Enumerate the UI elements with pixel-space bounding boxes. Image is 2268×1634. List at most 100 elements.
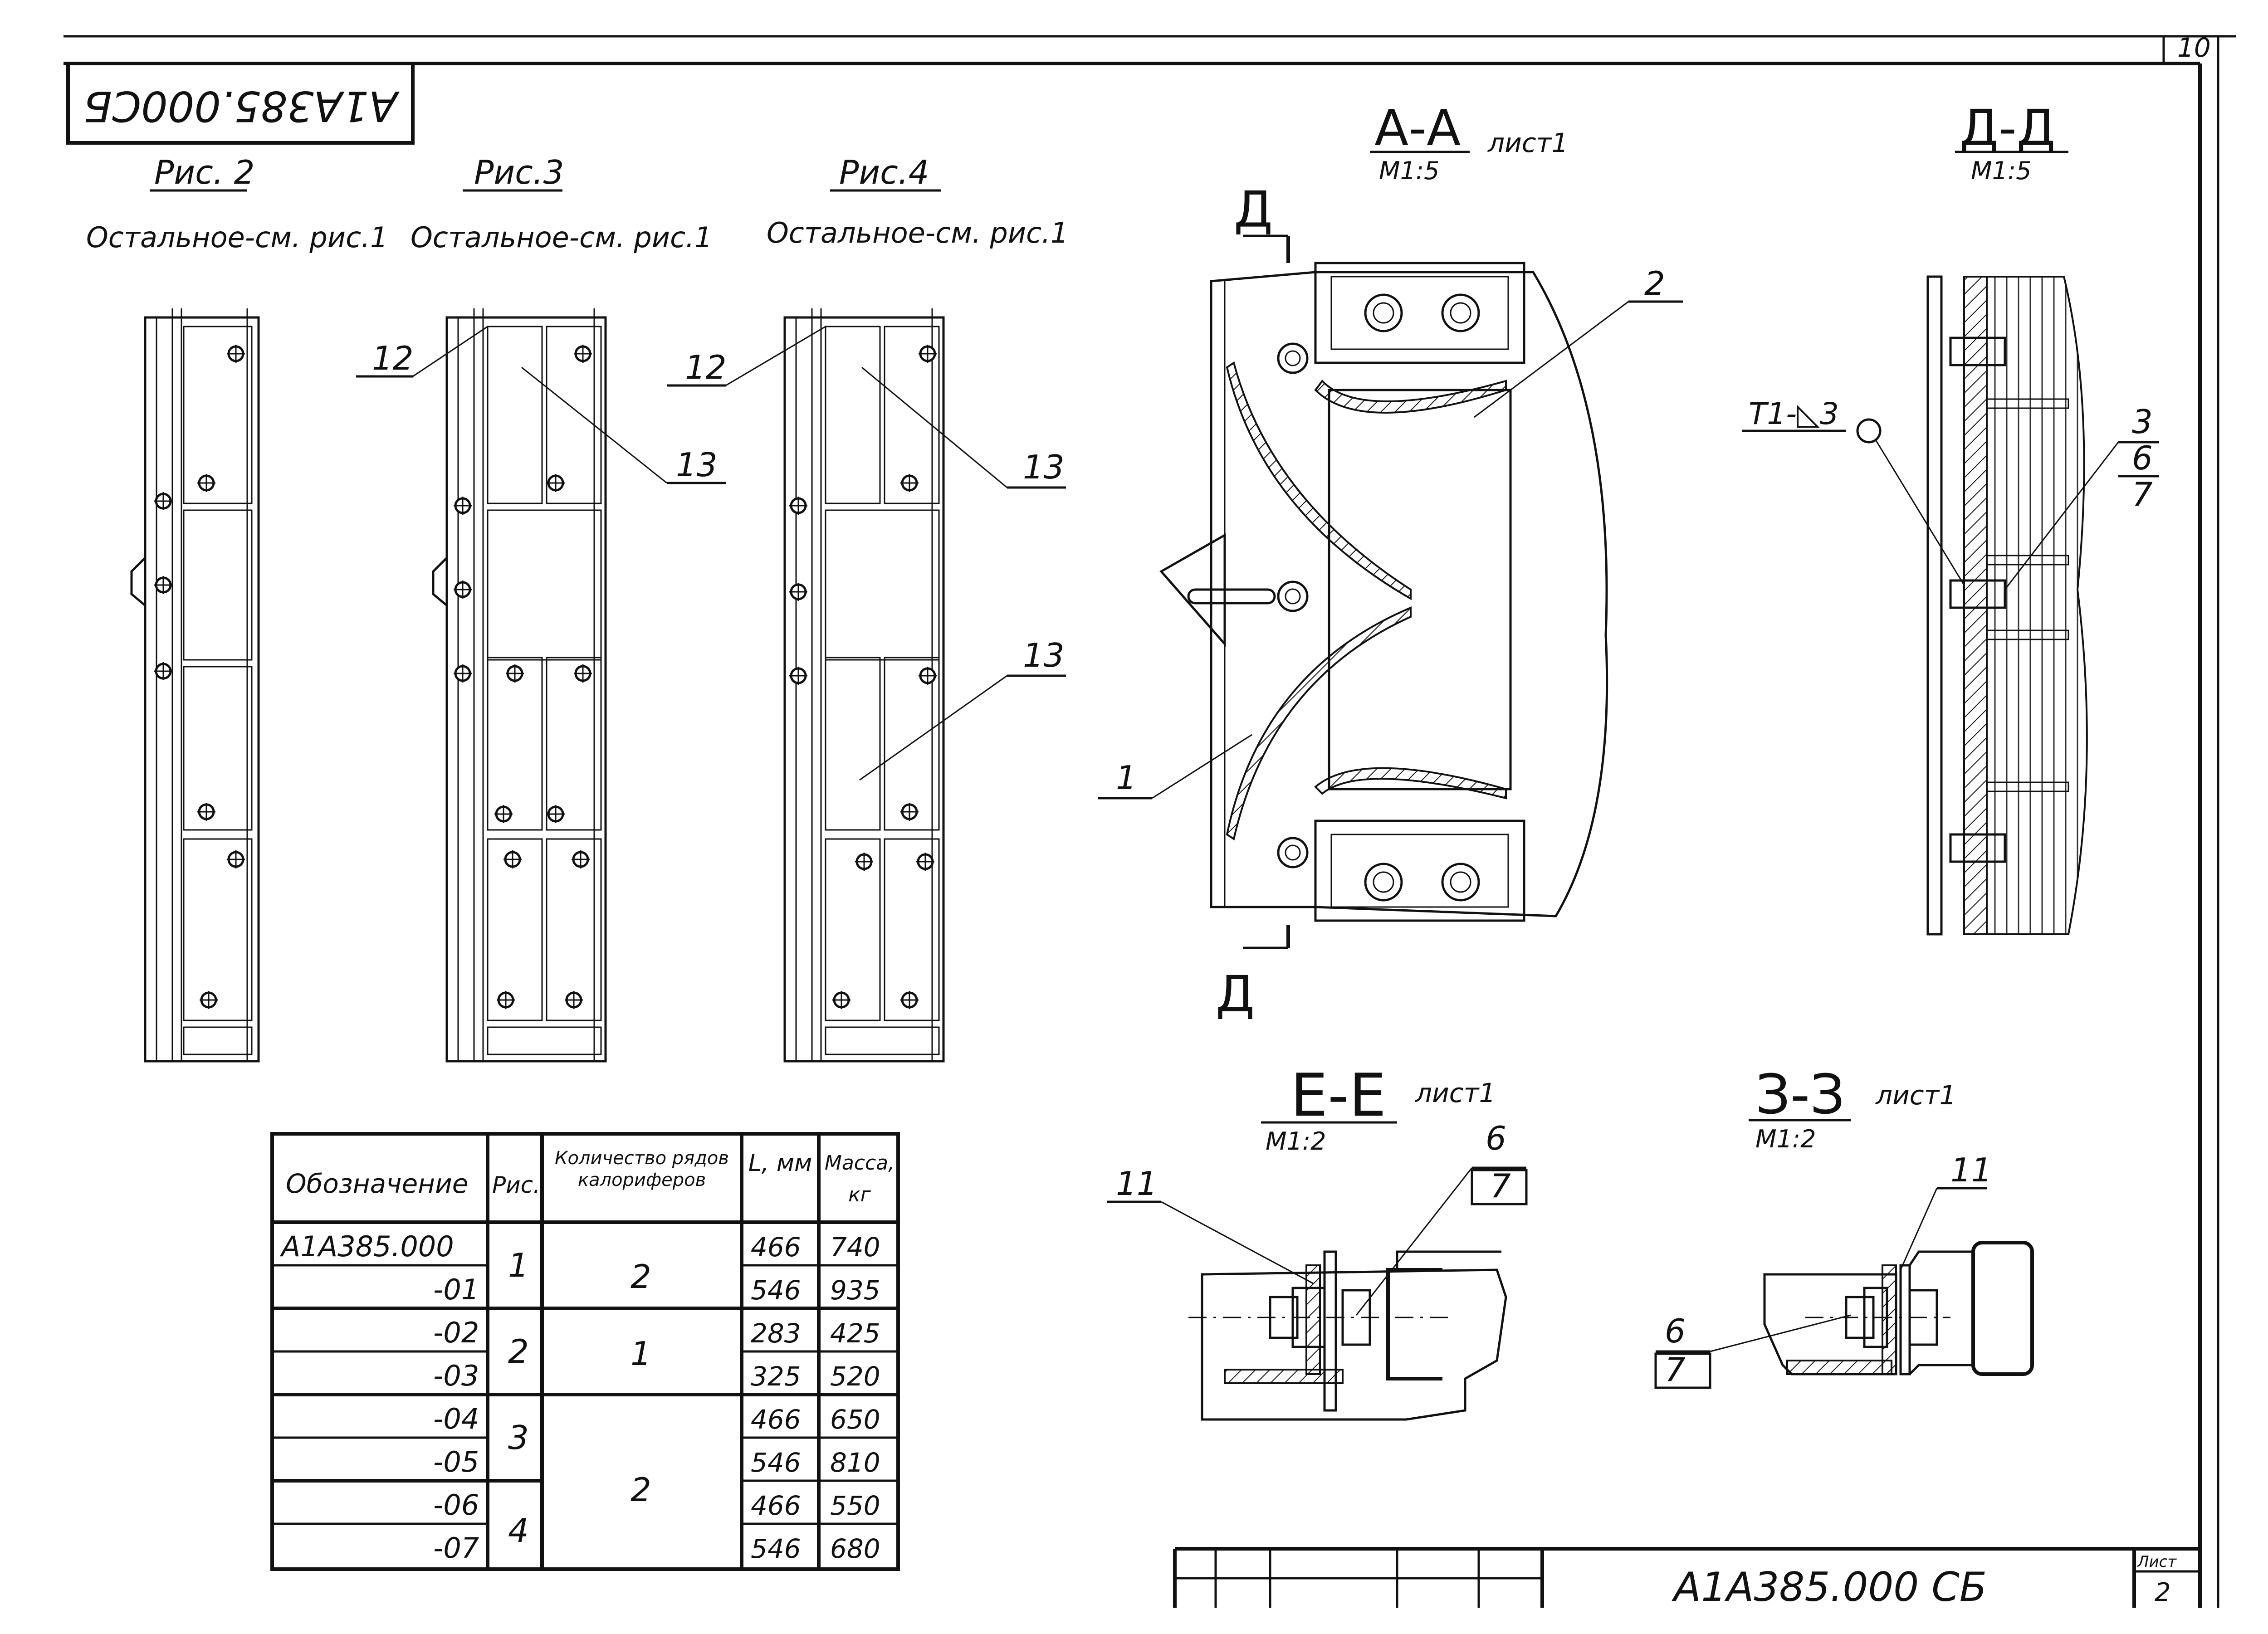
section-ee-title: Е-Е М1:2 лист1 <box>1261 1061 1496 1156</box>
cut-mark-top: Д <box>1234 180 1273 239</box>
row-designation: -05 <box>433 1445 479 1478</box>
callout-3: 3 <box>2132 403 2153 441</box>
row-mass: 650 <box>830 1404 880 1435</box>
row-mass: 520 <box>830 1361 880 1392</box>
row-designation: -07 <box>433 1532 479 1565</box>
section-zz-label: З-З <box>1755 1063 1845 1127</box>
section-zz-title: З-З М1:2 лист1 <box>1749 1063 1956 1153</box>
header-length: L, мм <box>748 1150 812 1177</box>
row-rows-count: 1 <box>631 1335 651 1373</box>
figure-2-header: Рис. 2 Остальное-см. рис.1 <box>86 153 388 254</box>
title-designation: А1А385.000 СБ <box>1672 1564 1987 1610</box>
cut-mark-bottom: Д <box>1216 965 1255 1023</box>
figure-bolt-marks <box>154 345 937 1009</box>
row-length: 283 <box>751 1318 801 1349</box>
callout-7-ee: 7 <box>1490 1167 1511 1205</box>
header-rows-count-wrap: Количество рядов калориферов <box>555 1148 729 1190</box>
callout-13a-fig4: 13 <box>1023 448 1065 486</box>
callout-13b-fig4: 13 <box>1023 636 1065 674</box>
callout-11-zz: 11 <box>1950 1151 1992 1189</box>
row-mass: 680 <box>830 1533 880 1564</box>
row-fig: 3 <box>508 1419 529 1457</box>
callout-6-zz: 6 <box>1665 1312 1686 1350</box>
section-aa-sheet: лист1 <box>1487 127 1568 158</box>
figure-4-header: Рис.4 Остальное-см. рис.1 <box>767 153 1068 249</box>
figure-2-frame <box>130 308 260 1063</box>
section-ee-view <box>1188 1250 1507 1421</box>
fig-2-title: Рис. 2 <box>154 153 254 191</box>
section-ee-sheet: лист1 <box>1415 1078 1496 1108</box>
section-ee-scale: М1:2 <box>1266 1127 1326 1156</box>
fig-3-note: Остальное-см. рис.1 <box>411 221 712 254</box>
section-dd-callouts: Т1-◺3 3 6 7 <box>1742 396 2159 590</box>
title-block: А1А385.000 СБ Лист 2 <box>1173 1547 2200 1610</box>
row-designation: -01 <box>433 1273 479 1306</box>
section-zz-sheet: лист1 <box>1875 1080 1956 1111</box>
callout-1: 1 <box>1116 759 1137 797</box>
figure-3-frame <box>432 308 607 1063</box>
variants-table-rows: А1А385.000 1 2 466 740 -01 546 935 -02 2… <box>279 1230 880 1565</box>
weld-callout: Т1-◺3 <box>1749 396 1839 431</box>
row-mass: 550 <box>830 1490 880 1521</box>
row-designation: -04 <box>433 1402 479 1435</box>
callout-13-fig3: 13 <box>676 446 718 484</box>
header-designation: Обозначение <box>286 1168 468 1199</box>
section-ee-callouts: 11 6 7 <box>1107 1119 1528 1316</box>
title-sheet-number: 2 <box>2155 1578 2171 1607</box>
title-sheet-label: Лист <box>2136 1553 2177 1571</box>
section-zz-view <box>1763 1241 2034 1376</box>
callout-7-dd: 7 <box>2132 475 2153 513</box>
row-length: 466 <box>751 1232 801 1263</box>
fig-3-title: Рис.3 <box>474 153 564 191</box>
row-mass: 425 <box>830 1318 880 1349</box>
section-aa-scale: М1:5 <box>1379 156 1440 185</box>
row-mass: 810 <box>830 1447 880 1478</box>
callout-7-zz: 7 <box>1665 1351 1686 1389</box>
stamp-text: А1А385.000СБ <box>83 82 400 131</box>
callout-2: 2 <box>1644 264 1665 302</box>
sheet-frame <box>64 35 2236 1608</box>
section-zz-scale: М1:2 <box>1755 1125 1816 1153</box>
row-fig: 2 <box>508 1332 529 1371</box>
section-aa-title: А-А М1:5 лист1 <box>1370 99 1568 185</box>
figure-4-frame <box>783 308 945 1063</box>
variants-table-headers: Обозначение Рис. Количество рядов калори… <box>286 1148 895 1206</box>
section-aa-label: А-А <box>1374 99 1461 157</box>
row-designation: А1А385.000 <box>279 1230 454 1263</box>
row-fig: 1 <box>508 1246 529 1284</box>
section-zz-callouts: 11 6 7 <box>1654 1151 1992 1389</box>
row-length: 466 <box>751 1490 801 1521</box>
section-ee-label: Е-Е <box>1290 1061 1386 1130</box>
figure-3-header: Рис.3 Остальное-см. рис.1 <box>411 153 712 254</box>
section-aa-callouts: 2 1 <box>1098 264 1683 800</box>
header-mass: Масса, кг <box>824 1151 895 1206</box>
row-length: 466 <box>751 1404 801 1435</box>
section-dd-label: Д-Д <box>1960 99 2056 157</box>
figure-callouts: 12 13 12 13 13 <box>356 326 1066 781</box>
callout-12-fig4: 12 <box>685 348 727 386</box>
section-dd-view <box>1926 275 2088 936</box>
fig-2-note: Остальное-см. рис.1 <box>86 221 388 254</box>
row-length: 325 <box>751 1361 801 1392</box>
row-length: 546 <box>751 1447 801 1478</box>
row-length: 546 <box>751 1533 801 1564</box>
section-dd-title: Д-Д М1:5 <box>1955 99 2068 185</box>
callout-11-ee: 11 <box>1116 1165 1158 1203</box>
row-mass: 935 <box>830 1275 880 1306</box>
row-rows-count: 2 <box>631 1258 651 1296</box>
row-fig: 4 <box>508 1512 529 1550</box>
section-dd-scale: М1:5 <box>1971 156 2032 185</box>
variants-table <box>270 1132 900 1571</box>
fig-4-title: Рис.4 <box>839 153 929 191</box>
row-mass: 740 <box>830 1232 880 1263</box>
cut-line-d-marks: Д Д <box>1216 180 1290 1023</box>
sheet-corner-number: 10 <box>2177 32 2211 63</box>
callout-6-dd: 6 <box>2132 439 2153 477</box>
row-designation: -03 <box>433 1359 479 1392</box>
callout-12-fig3: 12 <box>372 339 414 377</box>
header-mass-wrap: Масса, кг <box>824 1151 895 1206</box>
row-designation: -02 <box>433 1316 479 1349</box>
row-designation: -06 <box>433 1488 479 1522</box>
fig-4-note: Остальное-см. рис.1 <box>767 216 1068 249</box>
